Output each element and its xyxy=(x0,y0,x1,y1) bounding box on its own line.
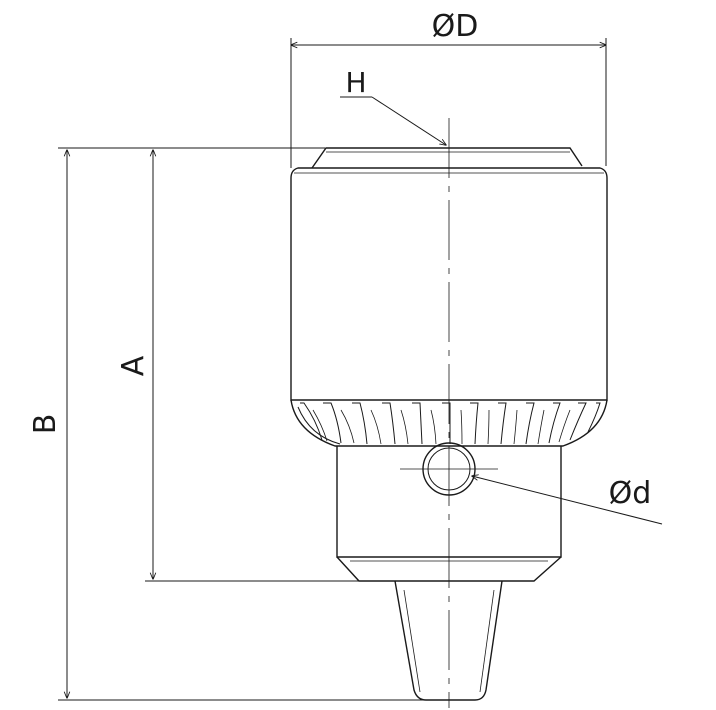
dimension-H: H xyxy=(340,66,446,145)
dimension-B: B xyxy=(28,147,440,701)
dimension-D: ØD xyxy=(291,9,606,168)
dimension-A: A xyxy=(116,147,360,582)
gear-ring xyxy=(290,399,608,447)
taper-shank xyxy=(394,580,503,701)
dimension-D-label: ØD xyxy=(432,9,479,44)
dimension-d: Ød xyxy=(472,476,663,525)
dimension-B-label: B xyxy=(28,414,63,435)
dimension-d-label: Ød xyxy=(609,476,652,511)
dimension-H-label: H xyxy=(345,66,366,99)
dimension-A-label: A xyxy=(116,355,151,376)
